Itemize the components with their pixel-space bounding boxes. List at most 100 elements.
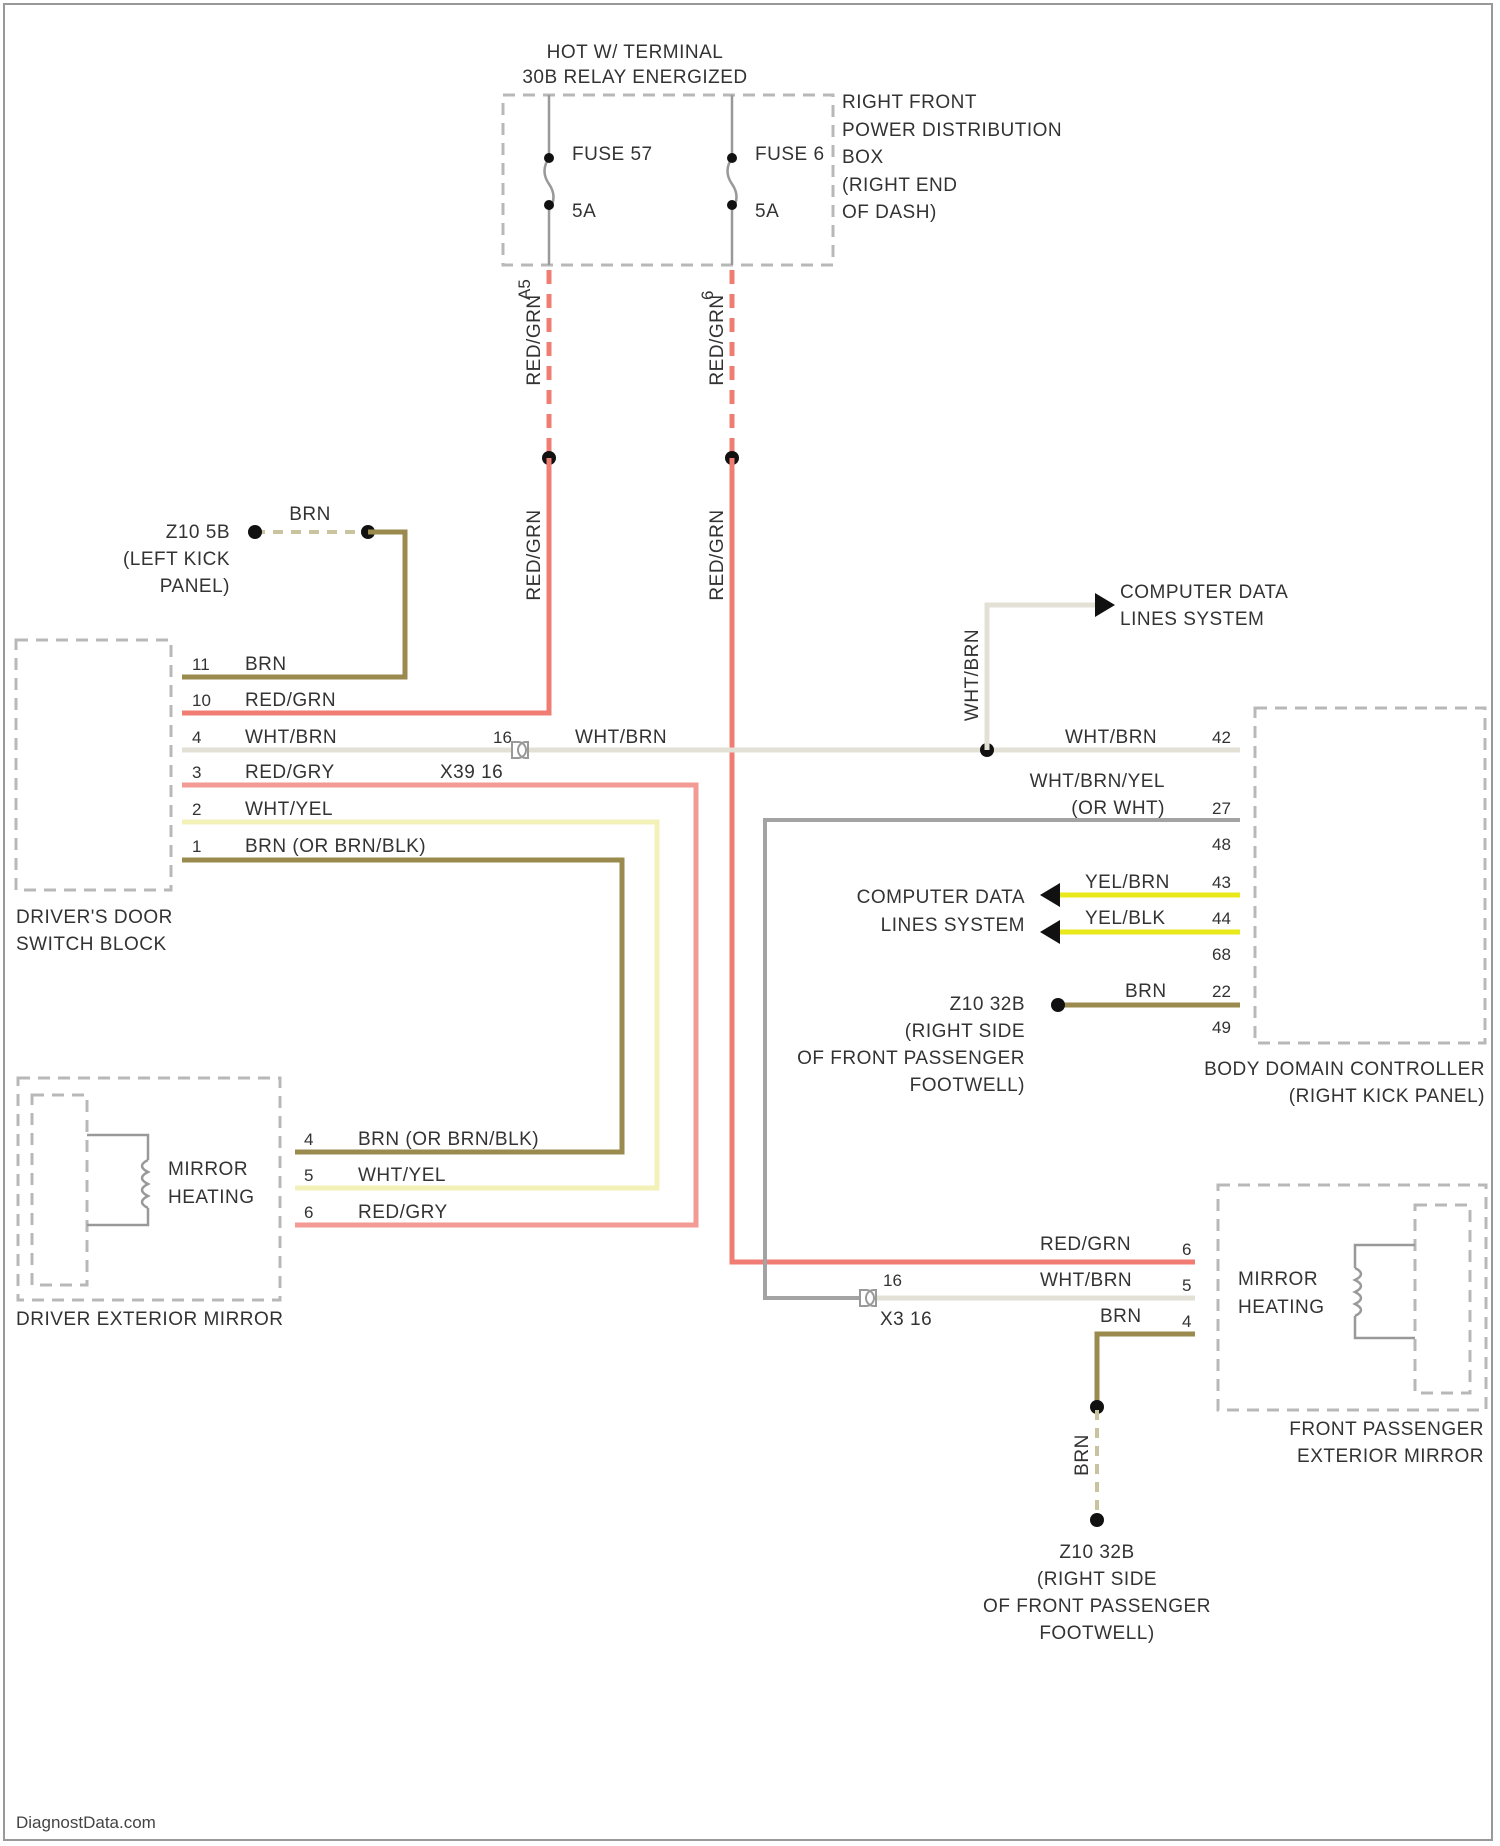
- svg-text:Z10 32B: Z10 32B: [1059, 1542, 1134, 1563]
- fuse-box-outline: [503, 95, 833, 265]
- svg-text:Z10 32B: Z10 32B: [950, 994, 1025, 1015]
- passenger-mirror-heater: [1355, 1245, 1415, 1338]
- svg-text:BRN: BRN: [1100, 1306, 1142, 1327]
- svg-text:1: 1: [192, 837, 201, 856]
- svg-text:27: 27: [1212, 799, 1231, 818]
- label-red-grn: RED/GRN: [524, 294, 545, 385]
- ground-right-footwell-a-label: Z10 32B (RIGHT SIDE OF FRONT PASSENGER F…: [797, 994, 1025, 1096]
- ground-dot: [1090, 1513, 1104, 1527]
- svg-text:RED/GRY: RED/GRY: [358, 1202, 448, 1223]
- svg-text:16: 16: [883, 1271, 902, 1290]
- svg-text:16: 16: [493, 728, 512, 747]
- switch-block-wire-labels: BRN RED/GRN WHT/BRN RED/GRY WHT/YEL BRN …: [245, 654, 667, 857]
- svg-text:(LEFT KICK: (LEFT KICK: [123, 549, 230, 570]
- svg-text:(RIGHT END: (RIGHT END: [842, 175, 957, 196]
- svg-text:X3 16: X3 16: [880, 1309, 932, 1330]
- driver-switch-block-pins: 11 10 4 3 2 1: [192, 655, 211, 856]
- svg-text:FRONT PASSENGER: FRONT PASSENGER: [1289, 1419, 1484, 1440]
- svg-text:YEL/BLK: YEL/BLK: [1085, 908, 1166, 929]
- svg-text:42: 42: [1212, 728, 1231, 747]
- svg-text:5A: 5A: [572, 201, 596, 222]
- svg-text:4: 4: [1182, 1312, 1191, 1331]
- svg-text:LINES SYSTEM: LINES SYSTEM: [1120, 609, 1264, 630]
- bdc-outline: [1255, 708, 1485, 1043]
- svg-text:WHT/BRN: WHT/BRN: [1065, 727, 1157, 748]
- svg-text:22: 22: [1212, 982, 1231, 1001]
- ground-dot: [248, 525, 262, 539]
- driver-mirror-heater: [87, 1135, 148, 1225]
- svg-text:BRN: BRN: [1125, 981, 1167, 1002]
- svg-text:MIRROR: MIRROR: [168, 1159, 248, 1180]
- svg-text:FOOTWELL): FOOTWELL): [910, 1075, 1025, 1096]
- svg-text:FUSE 57: FUSE 57: [572, 144, 653, 165]
- driver-mirror-inner: [32, 1095, 87, 1285]
- wire-red-grn-passenger: [732, 458, 1195, 1262]
- arrow-left-icon: [1040, 920, 1060, 944]
- svg-text:4: 4: [304, 1130, 313, 1149]
- svg-text:RED/GRN: RED/GRN: [1040, 1234, 1131, 1255]
- svg-text:(RIGHT KICK PANEL): (RIGHT KICK PANEL): [1289, 1086, 1485, 1107]
- wire-brn-passenger: [1097, 1334, 1195, 1405]
- connector-x3: [860, 1290, 876, 1306]
- svg-text:49: 49: [1212, 1018, 1231, 1037]
- svg-text:HEATING: HEATING: [1238, 1297, 1325, 1318]
- label-wht-brn: WHT/BRN: [962, 629, 983, 721]
- passenger-mirror-heating-label: MIRROR HEATING: [1238, 1269, 1325, 1318]
- svg-text:OF FRONT PASSENGER: OF FRONT PASSENGER: [983, 1596, 1211, 1617]
- driver-switch-block-outline: [16, 640, 171, 890]
- wire-brn-mirror: [182, 860, 622, 1152]
- bdc-wire-labels: WHT/BRN WHT/BRN/YEL (OR WHT) YEL/BRN YEL…: [1030, 727, 1170, 1002]
- data-lines-label-top: COMPUTER DATA LINES SYSTEM: [1120, 582, 1288, 630]
- svg-text:FUSE 6: FUSE 6: [755, 144, 825, 165]
- label-red-grn: RED/GRN: [707, 509, 728, 600]
- svg-text:(RIGHT SIDE: (RIGHT SIDE: [1037, 1569, 1157, 1590]
- svg-text:6: 6: [304, 1203, 313, 1222]
- svg-text:BOX: BOX: [842, 147, 884, 168]
- svg-text:(OR WHT): (OR WHT): [1071, 798, 1165, 819]
- svg-text:BRN (OR BRN/BLK): BRN (OR BRN/BLK): [358, 1129, 539, 1150]
- svg-text:(RIGHT SIDE: (RIGHT SIDE: [905, 1021, 1025, 1042]
- label-brn: BRN: [1072, 1434, 1093, 1476]
- svg-text:68: 68: [1212, 945, 1231, 964]
- svg-text:5A: 5A: [755, 201, 779, 222]
- ground-left-kick-label: Z10 5B (LEFT KICK PANEL): [123, 522, 230, 597]
- svg-text:5: 5: [304, 1166, 313, 1185]
- svg-text:OF DASH): OF DASH): [842, 202, 937, 223]
- svg-text:WHT/BRN: WHT/BRN: [245, 727, 337, 748]
- svg-text:BRN: BRN: [245, 654, 287, 675]
- passenger-mirror-inner: [1415, 1205, 1470, 1393]
- label-red-grn: RED/GRN: [524, 509, 545, 600]
- svg-text:11: 11: [192, 655, 210, 674]
- ground-dot: [1051, 998, 1065, 1012]
- svg-text:COMPUTER DATA: COMPUTER DATA: [1120, 582, 1288, 603]
- svg-text:4: 4: [192, 728, 201, 747]
- label-red-grn: RED/GRN: [707, 294, 728, 385]
- svg-text:WHT/YEL: WHT/YEL: [358, 1165, 446, 1186]
- svg-text:10: 10: [192, 691, 211, 710]
- svg-text:WHT/BRN: WHT/BRN: [1040, 1270, 1132, 1291]
- svg-text:43: 43: [1212, 873, 1231, 892]
- driver-mirror-wire-labels: BRN (OR BRN/BLK) WHT/YEL RED/GRY: [358, 1129, 539, 1223]
- svg-text:44: 44: [1212, 909, 1231, 928]
- driver-mirror-heating-label: MIRROR HEATING: [168, 1159, 255, 1208]
- supply-label-1: HOT W/ TERMINAL: [547, 42, 724, 63]
- svg-text:SWITCH BLOCK: SWITCH BLOCK: [16, 934, 167, 955]
- driver-mirror-label: DRIVER EXTERIOR MIRROR: [16, 1309, 284, 1330]
- svg-text:OF FRONT PASSENGER: OF FRONT PASSENGER: [797, 1048, 1025, 1069]
- svg-text:FOOTWELL): FOOTWELL): [1039, 1623, 1154, 1644]
- svg-text:PANEL): PANEL): [160, 576, 230, 597]
- watermark: DiagnostData.com: [16, 1813, 156, 1832]
- svg-text:COMPUTER DATA: COMPUTER DATA: [857, 887, 1025, 908]
- supply-label-2: 30B RELAY ENERGIZED: [522, 67, 747, 88]
- svg-text:48: 48: [1212, 835, 1231, 854]
- label-brn: BRN: [289, 504, 331, 525]
- connector-x39: [512, 742, 528, 758]
- svg-text:WHT/BRN/YEL: WHT/BRN/YEL: [1030, 771, 1165, 792]
- bdc-label: BODY DOMAIN CONTROLLER (RIGHT KICK PANEL…: [1204, 1059, 1485, 1107]
- svg-text:HEATING: HEATING: [168, 1187, 255, 1208]
- svg-text:RED/GRY: RED/GRY: [245, 762, 335, 783]
- svg-text:Z10 5B: Z10 5B: [166, 522, 230, 543]
- fuse-box-label: RIGHT FRONT POWER DISTRIBUTION BOX (RIGH…: [842, 92, 1062, 223]
- svg-text:YEL/BRN: YEL/BRN: [1085, 872, 1170, 893]
